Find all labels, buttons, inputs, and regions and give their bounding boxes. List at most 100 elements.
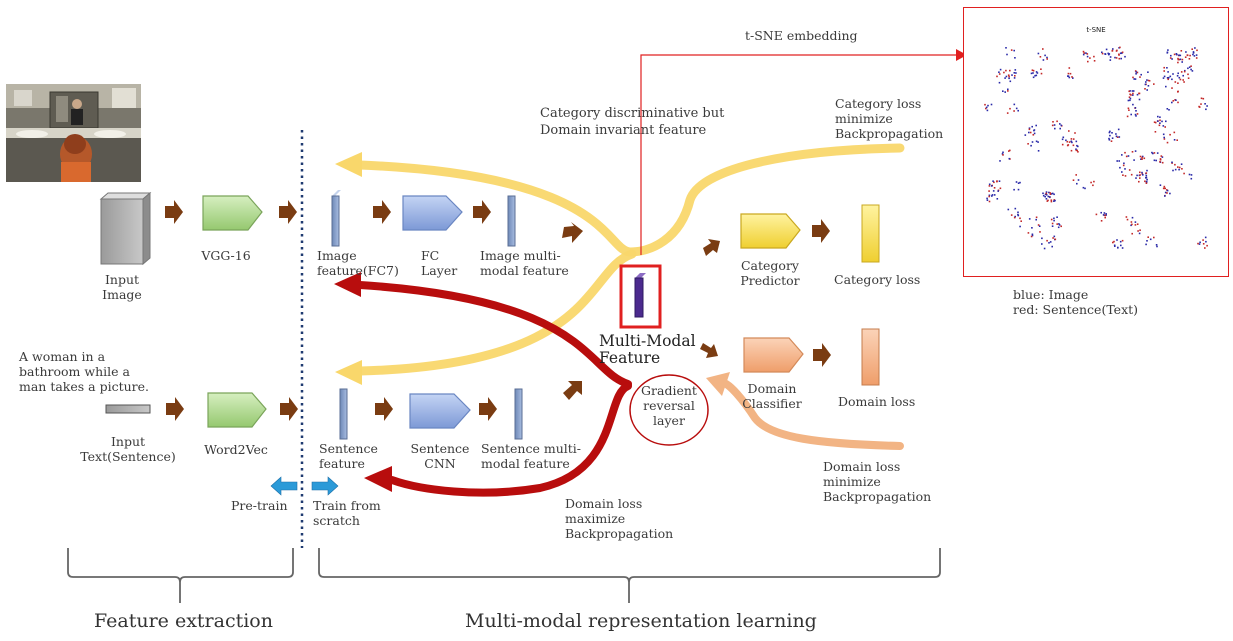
tsne-point — [991, 194, 994, 196]
tsne-point — [1051, 245, 1053, 248]
tsne-point — [988, 194, 991, 197]
tsne-point — [1014, 57, 1016, 59]
tsne-point — [1180, 163, 1183, 165]
tsne-point — [1171, 78, 1173, 81]
tsne-point — [1060, 225, 1062, 228]
tsne-point — [1065, 139, 1067, 142]
tsne-point — [1177, 82, 1179, 84]
tsne-point — [1202, 97, 1205, 100]
tsne-point — [1178, 76, 1181, 79]
tsne-point — [1015, 181, 1018, 183]
tsne-point — [1153, 152, 1156, 154]
tsne-point — [1100, 211, 1102, 214]
tsne-point — [1181, 58, 1184, 61]
tsne-point — [1019, 217, 1021, 220]
tsne-point — [1134, 150, 1137, 152]
feature-extraction-title: Feature extraction — [94, 610, 273, 632]
tsne-point — [992, 190, 995, 192]
tsne-point — [1031, 233, 1034, 236]
tsne-point — [1177, 57, 1179, 60]
tsne-point — [1169, 192, 1171, 195]
tsne-point — [1146, 79, 1148, 81]
tsne-point — [1076, 144, 1078, 147]
tsne-point — [1101, 52, 1104, 55]
tsne-point — [1163, 185, 1166, 188]
tsne-point — [996, 180, 998, 183]
tsne-point — [1120, 57, 1122, 60]
tsne-point — [1129, 97, 1132, 100]
tsne-point — [1187, 73, 1189, 76]
tsne-point — [1164, 191, 1167, 194]
tsne-point — [1031, 141, 1034, 143]
tsne-point — [1196, 49, 1198, 52]
tsne-point — [1125, 216, 1128, 218]
tsne-point — [1187, 67, 1189, 70]
tsne-point — [1136, 93, 1139, 96]
tsne-point — [1134, 221, 1137, 223]
tsne-point — [1118, 54, 1120, 56]
tsne-point — [1164, 195, 1166, 197]
tsne-point — [1051, 124, 1054, 127]
tsne-point — [1075, 174, 1077, 176]
tsne-point — [1206, 244, 1208, 247]
tsne-point — [1085, 52, 1087, 54]
tsne-point — [1116, 239, 1118, 241]
tsne-point — [1071, 141, 1073, 144]
tsne-point — [1118, 136, 1121, 138]
tsne-point — [1177, 166, 1179, 168]
tsne-point — [1143, 157, 1146, 160]
tsne-point — [1184, 69, 1186, 72]
tsne-point — [1013, 110, 1015, 112]
tsne-point — [1035, 71, 1038, 73]
tsne-point — [1134, 78, 1137, 80]
tsne-point — [1072, 144, 1075, 147]
tsne-point — [1140, 73, 1142, 76]
tsne-point — [1174, 81, 1177, 83]
tsne-point — [1146, 89, 1148, 91]
tsne-point — [1048, 191, 1050, 194]
tsne-point — [986, 109, 989, 112]
tsne-point — [1121, 154, 1123, 156]
image-feature-label: Image feature(FC7) — [317, 248, 399, 278]
tsne-point — [1131, 216, 1134, 219]
tsne-point — [1137, 230, 1139, 232]
tsne-point — [1059, 123, 1061, 125]
tsne-point — [1069, 72, 1072, 75]
tsne-point — [1149, 238, 1152, 241]
tsne-point — [985, 107, 987, 110]
tsne-point — [1072, 179, 1075, 181]
tsne-point — [1075, 149, 1078, 152]
tsne-point — [1013, 49, 1015, 52]
tsne-point — [1139, 174, 1141, 176]
tsne-point — [1007, 90, 1009, 92]
tsne-point — [1185, 51, 1187, 53]
tsne-point — [1163, 66, 1165, 69]
tsne-point — [1017, 213, 1019, 216]
input-image-block — [99, 191, 152, 266]
arrow-image-to-joint — [562, 222, 583, 243]
tsne-point — [1156, 245, 1158, 248]
feature-extraction-brace — [67, 548, 294, 603]
tsne-point — [1013, 188, 1015, 191]
tsne-point — [1006, 53, 1008, 56]
tsne-point — [1017, 188, 1020, 191]
tsne-point — [1039, 231, 1041, 233]
domain-loss-label: Domain loss — [838, 394, 916, 409]
tsne-point — [988, 200, 991, 203]
tsne-point — [1177, 101, 1179, 104]
tsne-point — [1108, 53, 1111, 55]
tsne-point — [1017, 214, 1020, 217]
mm-feature-highlight — [619, 264, 662, 329]
tsne-point — [1046, 239, 1048, 242]
tsne-point — [1030, 144, 1032, 147]
tsne-point — [1174, 168, 1177, 171]
tsne-point — [1173, 139, 1176, 141]
image-mm-feature-label: Image multi- modal feature — [480, 248, 569, 278]
tsne-point — [1061, 138, 1064, 141]
tsne-point — [1159, 160, 1161, 163]
tsne-point — [1160, 155, 1163, 157]
tsne-point — [1193, 55, 1196, 57]
pretrain-label: Pre-train — [231, 498, 288, 513]
sentence-cnn-label: Sentence CNN — [410, 441, 470, 471]
tsne-point — [1166, 51, 1169, 54]
